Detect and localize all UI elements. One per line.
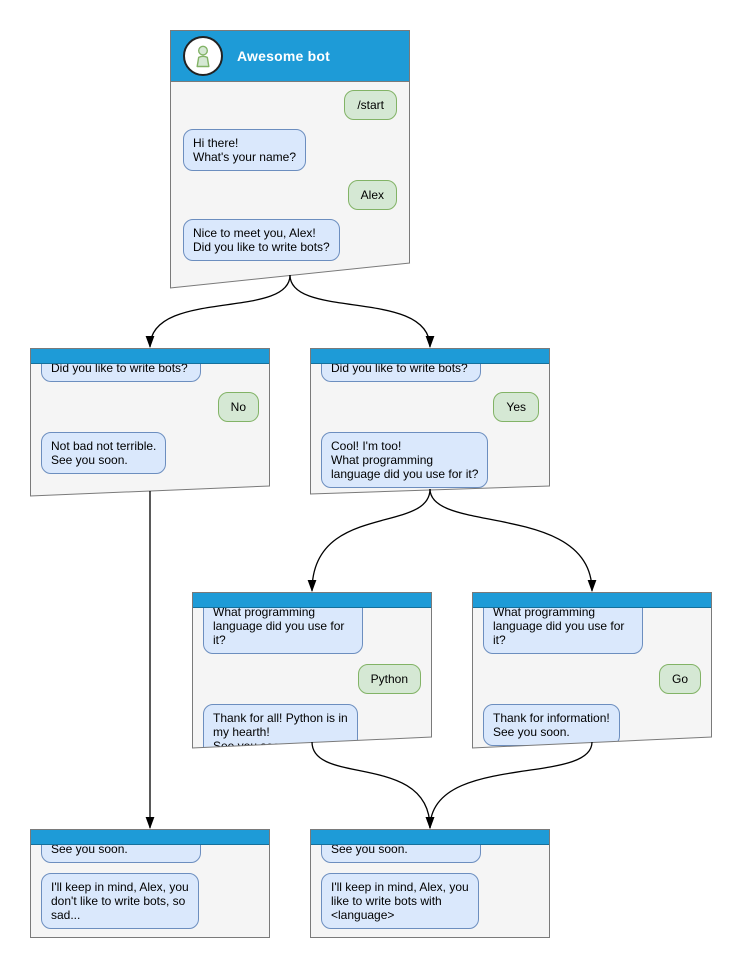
chat-window-start: Awesome bot /start Hi there! What's your…	[170, 30, 410, 288]
titlebar	[31, 349, 269, 364]
chat-window-answer-yes: Did you like to write bots? Yes Cool! I'…	[310, 348, 550, 494]
bot-message-bubble: Nice to meet you, Alex! Did you like to …	[183, 219, 340, 262]
user-message-bubble: /start	[344, 90, 397, 121]
bot-message-bubble: Thank for all! Python is in my hearth! S…	[203, 704, 358, 748]
bot-message-bubble: Thank for information! See you soon.	[483, 704, 620, 747]
arrow-python-to-end-yes	[311, 741, 435, 829]
user-message-bubble: Alex	[347, 180, 397, 211]
bot-message-bubble: Hi there! What's your name?	[183, 129, 307, 172]
titlebar	[311, 349, 549, 364]
titlebar	[473, 593, 711, 608]
user-message-bubble: No	[217, 392, 259, 423]
bot-message-bubble: I'll keep in mind, Alex, you don't like …	[41, 873, 199, 930]
chat-window-end-no: See you soon. I'll keep in mind, Alex, y…	[30, 829, 270, 938]
bot-message-bubble: Cool! I'm too! What programming language…	[321, 432, 489, 489]
chat-window-lang-python: What programming language did you use fo…	[192, 592, 432, 748]
bot-person-icon	[183, 36, 223, 76]
arrow-yes-to-go	[429, 488, 597, 592]
chat-window-answer-no: Did you like to write bots? No Not bad n…	[30, 348, 270, 496]
arrow-start-to-yes	[289, 274, 435, 348]
titlebar: Awesome bot	[171, 31, 409, 82]
window-title: Awesome bot	[237, 48, 330, 64]
arrow-yes-to-python	[307, 488, 431, 592]
chat-window-lang-go: What programming language did you use fo…	[472, 592, 712, 748]
titlebar	[311, 830, 549, 845]
bot-message-bubble: Not bad not terrible. See you soon.	[41, 432, 167, 475]
user-message-bubble: Python	[357, 664, 421, 695]
bot-message-bubble: I'll keep in mind, Alex, you like to wri…	[321, 873, 479, 930]
arrow-go-to-end-yes	[425, 741, 593, 829]
user-message-bubble: Yes	[493, 392, 539, 423]
titlebar	[31, 830, 269, 845]
chat-window-end-yes: See you soon. I'll keep in mind, Alex, y…	[310, 829, 550, 938]
user-message-bubble: Go	[658, 664, 701, 695]
titlebar	[193, 593, 431, 608]
